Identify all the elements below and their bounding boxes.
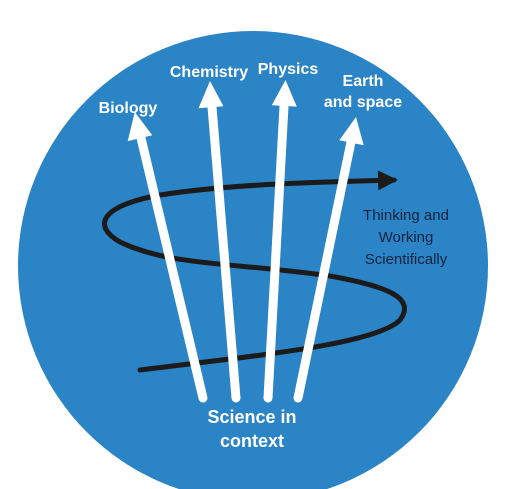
chemistry-arrow-head xyxy=(198,81,224,109)
earth-space-arrow-shaft xyxy=(293,137,356,403)
physics-label: Physics xyxy=(258,61,319,78)
base-label-line-1: Science in xyxy=(207,407,296,427)
spiral-curve xyxy=(102,170,407,373)
spiral-label-line-1: Thinking and xyxy=(363,207,449,224)
base-label-line-2: context xyxy=(220,431,284,451)
physics-arrow-head xyxy=(271,80,297,107)
earth-space-label-line-2: and space xyxy=(324,94,402,111)
earth-space-label-line-1: Earth xyxy=(343,73,384,90)
chemistry-arrow-shaft xyxy=(207,102,241,403)
biology-label: Biology xyxy=(99,100,158,117)
discipline-arrows xyxy=(127,80,364,403)
spiral-label-line-3: Scientifically xyxy=(365,251,448,268)
chemistry-label: Chemistry xyxy=(170,64,248,81)
biology-arrow-shaft xyxy=(136,133,208,403)
biology-arrow-head xyxy=(127,112,153,142)
earth-space-arrow-head xyxy=(339,117,364,146)
physics-arrow-shaft xyxy=(263,101,289,403)
background-circle xyxy=(18,31,488,489)
spiral-label-line-2: Working xyxy=(379,229,434,246)
